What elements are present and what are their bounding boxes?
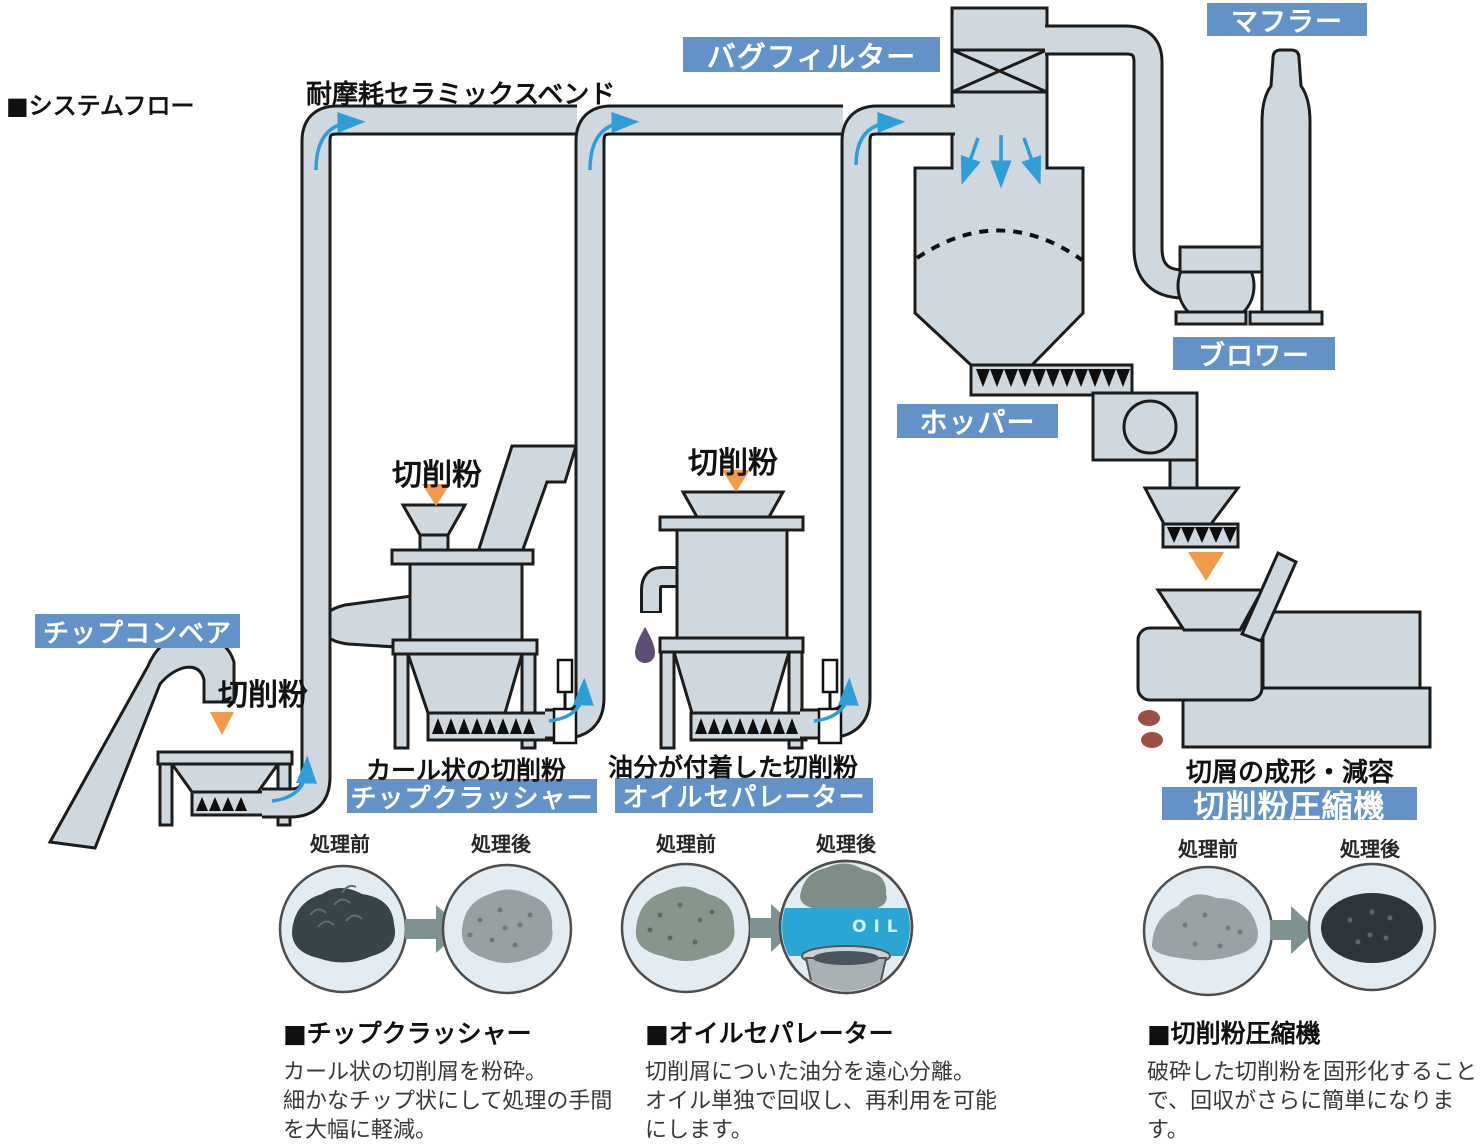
briquette-pellet xyxy=(1141,732,1163,748)
cutting-powder-label: 切削粉 xyxy=(392,458,482,493)
air-flow-arrows xyxy=(271,111,1042,803)
after-label: 処理後 xyxy=(471,832,531,856)
ceramic-bend-label: 耐摩耗セラミックスベンド xyxy=(306,80,616,110)
chip-crusher-graphic xyxy=(320,444,579,750)
crusher-description: ■チップクラッシャー カール状の切削屑を粉砕。 細かなチップ状にして処理の手間 … xyxy=(283,1014,643,1145)
oily-chips-label: 油分が付着した切削粉 xyxy=(608,753,859,782)
crusher-description-body: カール状の切削屑を粉砕。 細かなチップ状にして処理の手間 を大幅に軽減。 xyxy=(283,1060,613,1143)
drop-arrow-icon xyxy=(722,470,750,492)
badge-muffler: マフラー xyxy=(1207,3,1367,38)
drop-arrow-icon xyxy=(1188,552,1224,581)
press-lever xyxy=(1239,550,1298,643)
crusher-before-after-photos xyxy=(278,863,573,995)
badge-blower: ブロワー xyxy=(1173,337,1335,372)
crusher-description-heading: ■チップクラッシャー xyxy=(283,1019,532,1048)
separator-description-body: 切削屑についた油分を遠心分離。 オイル単独で回収し、再利用を可能 にします。 xyxy=(645,1060,998,1143)
curled-chips-label: カール状の切削粉 xyxy=(366,756,567,785)
badge-oil-separator: オイルセパレーター xyxy=(615,778,873,813)
forming-reduction-label: 切屑の成形・減容 xyxy=(1186,758,1395,788)
cutting-powder-label: 切削粉 xyxy=(218,678,308,713)
material-drop-arrows xyxy=(210,470,1224,735)
badge-hopper: ホッパー xyxy=(897,404,1058,439)
page-title: ■システムフロー xyxy=(6,92,195,120)
badge-chip-crusher: チップクラッシャー xyxy=(347,779,597,814)
muffler-body xyxy=(1260,48,1312,314)
separator-before-after-photos xyxy=(620,859,914,995)
cutting-powder-label: 切削粉 xyxy=(688,446,778,481)
compressor-before-after-photos xyxy=(1142,862,1437,997)
compressor-description-body: 破砕した切削粉を固形化すること で、回収がさらに簡単になりま す。 xyxy=(1147,1060,1478,1143)
cyclone-dashed-arc xyxy=(915,228,1084,262)
oil-separator-graphic xyxy=(635,490,808,750)
after-label: 処理後 xyxy=(816,832,876,856)
rotary-valve-icon xyxy=(1122,399,1178,455)
oil-text: OIL xyxy=(852,917,905,937)
before-label: 処理前 xyxy=(1178,837,1238,861)
drop-arrow-icon xyxy=(422,484,450,506)
blower-muffler-graphic xyxy=(1174,48,1324,326)
compressor-graphic xyxy=(1136,550,1432,749)
oil-drop-icon xyxy=(635,627,655,663)
separator-description-heading: ■オイルセパレーター xyxy=(645,1019,894,1048)
compressor-description: ■切削粉圧縮機 破砕した切削粉を固形化すること で、回収がさらに簡単になりま す… xyxy=(1147,1014,1480,1145)
after-label: 処理後 xyxy=(1340,837,1400,861)
before-label: 処理前 xyxy=(656,832,716,856)
briquette-pellet xyxy=(1138,710,1160,726)
outlet-valves xyxy=(552,658,843,745)
compressor-description-heading: ■切削粉圧縮機 xyxy=(1147,1019,1321,1048)
badge-bag-filter: バグフィルター xyxy=(683,37,940,74)
badge-chip-conveyor: チップコンベア xyxy=(35,614,240,649)
before-label: 処理前 xyxy=(310,832,370,856)
separator-description: ■オイルセパレーター 切削屑についた油分を遠心分離。 オイル単独で回収し、再利用… xyxy=(645,1014,1005,1145)
badge-compressor: 切削粉圧縮機 xyxy=(1162,787,1417,825)
drop-arrow-icon xyxy=(210,712,234,735)
